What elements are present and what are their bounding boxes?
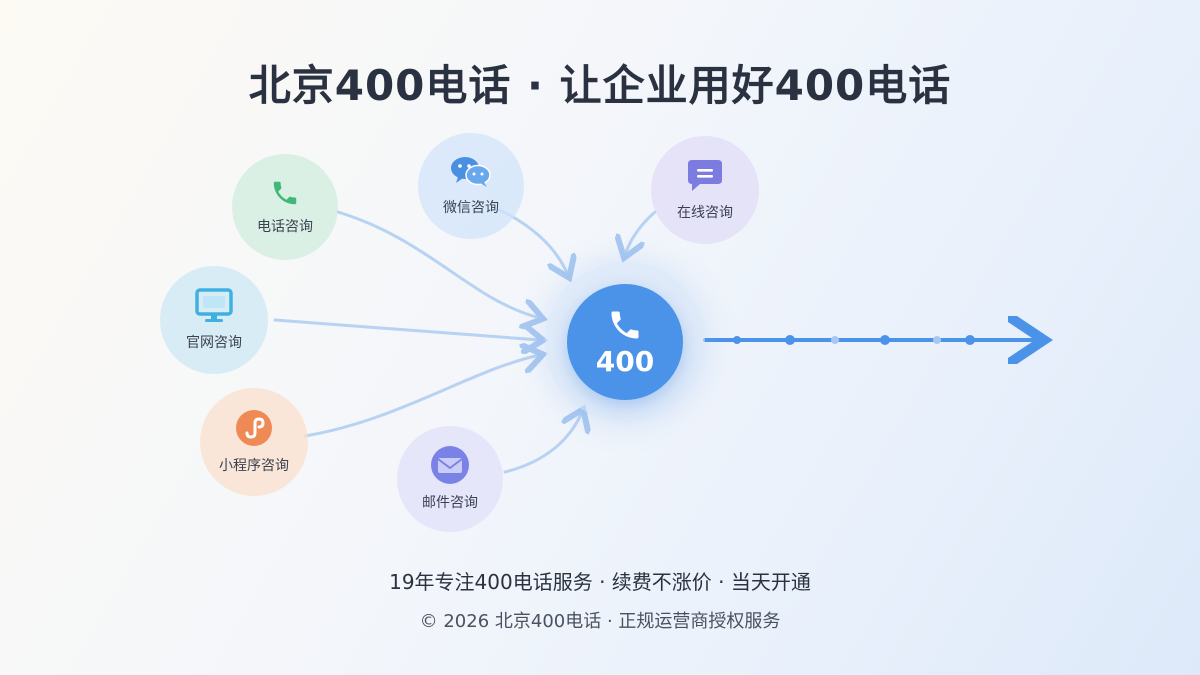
node-miniprogram-consult[interactable]: 小程序咨询 <box>200 388 308 496</box>
mail-icon <box>429 446 471 484</box>
monitor-icon <box>195 288 233 324</box>
node-phone-consult[interactable]: 电话咨询 <box>232 154 338 260</box>
node-label: 在线咨询 <box>677 205 733 221</box>
arrow-online <box>625 210 657 255</box>
arrow-phone <box>336 210 540 318</box>
hub-label: 400 <box>595 344 655 378</box>
phone-icon <box>607 307 643 343</box>
chat-bubble-icon <box>686 158 724 194</box>
arrow-miniprogram <box>303 355 540 438</box>
node-label: 官网咨询 <box>186 335 242 351</box>
node-website-consult[interactable]: 官网咨询 <box>160 266 268 374</box>
hub-400[interactable]: 400 <box>567 284 683 400</box>
node-label: 微信咨询 <box>443 200 499 216</box>
arrow-email <box>503 412 582 474</box>
footer-copyright: © 2026 北京400电话 · 正规运营商授权服务 <box>419 611 781 632</box>
node-online-consult[interactable]: 在线咨询 <box>651 136 759 244</box>
wechat-icon <box>450 155 492 189</box>
node-label: 电话咨询 <box>257 219 313 235</box>
page-title: 北京400电话 · 让企业用好400电话 <box>248 61 952 110</box>
footer-tagline: 19年专注400电话服务 · 续费不涨价 · 当天开通 <box>389 570 811 594</box>
arrow-website <box>273 318 540 340</box>
node-wechat-consult[interactable]: 微信咨询 <box>418 133 524 239</box>
node-label: 邮件咨询 <box>422 495 478 511</box>
phone-icon <box>270 178 300 208</box>
node-email-consult[interactable]: 邮件咨询 <box>397 426 503 532</box>
node-label: 小程序咨询 <box>219 458 289 474</box>
miniprogram-icon <box>235 409 273 447</box>
